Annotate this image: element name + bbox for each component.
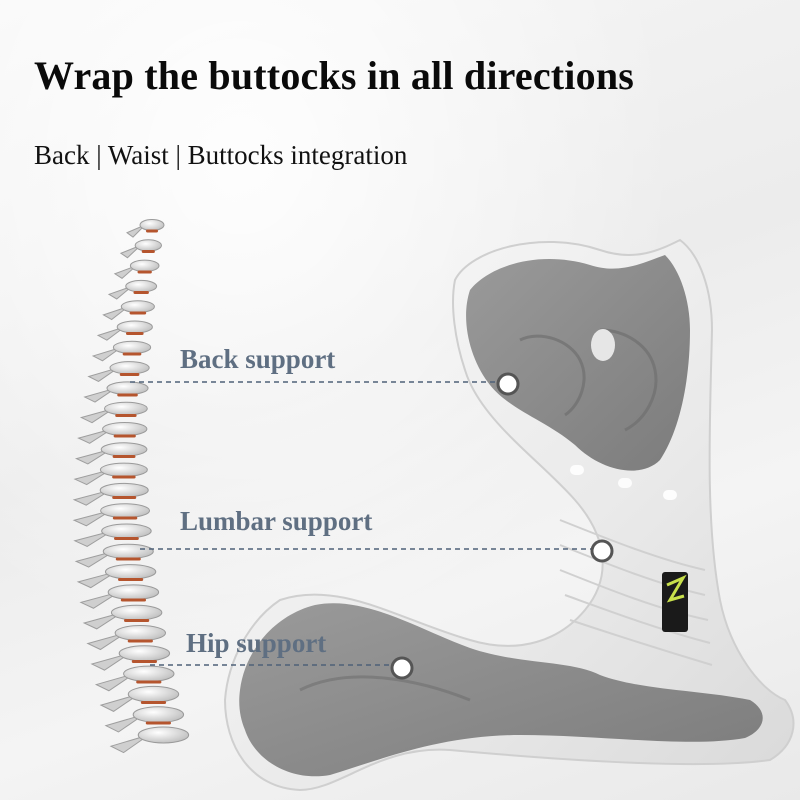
vertebra-process: [83, 387, 116, 403]
intervertebral-disc: [131, 660, 157, 663]
intervertebral-disc: [133, 291, 149, 294]
marker-dot-icon: [590, 539, 614, 563]
vertebra-process: [99, 693, 140, 712]
vertebra: [129, 259, 160, 272]
intervertebral-disc: [118, 578, 144, 581]
intervertebral-disc: [113, 434, 136, 438]
vertebra-process: [96, 326, 125, 341]
intervertebral-disc: [140, 701, 167, 704]
vertebra: [114, 625, 167, 641]
intervertebral-disc: [129, 311, 147, 315]
vertebra-process: [73, 530, 113, 547]
vertebra: [107, 584, 160, 601]
vertebra: [106, 381, 149, 396]
intervertebral-disc: [119, 373, 140, 376]
marker-dot-icon: [390, 656, 414, 680]
intervertebral-disc: [146, 229, 158, 233]
intervertebral-disc: [122, 352, 142, 356]
intervertebral-disc: [112, 455, 136, 458]
vertebra: [123, 665, 175, 682]
vertebra-process: [87, 367, 119, 383]
intervertebral-disc: [112, 516, 138, 520]
callout-hip-support: [150, 656, 414, 680]
vertebra-process: [73, 469, 111, 486]
vertebra-process: [74, 550, 114, 568]
vertebra: [134, 239, 162, 252]
intervertebral-disc: [112, 475, 136, 479]
vertebra: [125, 279, 158, 293]
vertebra: [99, 462, 148, 477]
vertebra: [100, 442, 148, 457]
spine-illustration: [72, 219, 190, 754]
intervertebral-disc: [115, 414, 137, 417]
vertebra: [104, 401, 148, 416]
intervertebral-disc: [145, 721, 171, 725]
vertebra: [139, 219, 165, 231]
vertebra-process: [102, 306, 129, 321]
lumbar-support-label: Lumbar support: [180, 506, 373, 536]
intervertebral-disc: [120, 598, 146, 602]
vertebra: [101, 523, 152, 539]
intervertebral-disc: [117, 393, 138, 397]
vertebra: [102, 422, 148, 436]
vertebra: [116, 320, 153, 334]
vertebra-process: [91, 346, 122, 362]
vertebra: [132, 706, 185, 723]
page-subtitle: Back | Waist | Buttocks integration: [34, 140, 408, 170]
vertebra: [112, 340, 152, 354]
vertebra-process: [72, 489, 111, 506]
intervertebral-disc: [141, 250, 155, 253]
intervertebral-disc: [112, 496, 137, 499]
vertebra: [137, 726, 190, 744]
intervertebral-disc: [124, 619, 150, 622]
back-cushion-pad: [466, 255, 690, 471]
vertebra-process: [113, 265, 137, 279]
vertebra-process: [94, 673, 135, 692]
vertebra: [109, 361, 150, 375]
vertebra: [100, 503, 151, 519]
brand-logo: [662, 572, 688, 632]
intervertebral-disc: [136, 680, 162, 684]
callout-back-support: [130, 372, 520, 396]
intervertebral-disc: [137, 270, 152, 274]
page-title: Wrap the buttocks in all directions: [34, 53, 635, 98]
vertebra-process: [90, 652, 130, 671]
vertebra: [110, 604, 163, 621]
vertebra-process: [119, 244, 141, 259]
vertebra: [118, 645, 171, 662]
vertebra-process: [107, 285, 133, 300]
callout-lumbar-support: [140, 539, 614, 563]
vertebra: [102, 543, 154, 560]
vertebra: [120, 300, 155, 314]
vertebra-process: [72, 510, 112, 527]
vertebra-process: [104, 714, 144, 733]
vertebra-process: [79, 591, 119, 609]
intervertebral-disc: [115, 557, 141, 561]
back-support-label: Back support: [180, 344, 336, 374]
intervertebral-disc: [114, 537, 139, 540]
vertebra-process: [82, 612, 123, 630]
intervertebral-disc: [127, 639, 153, 643]
cushion-illustration: [223, 238, 795, 792]
vertebra-process: [74, 448, 111, 465]
vertebra: [104, 564, 157, 580]
vertebra-process: [77, 428, 113, 444]
hip-support-label: Hip support: [186, 628, 327, 658]
vertebra-process: [125, 224, 146, 238]
vertebra: [127, 685, 180, 703]
seat-cushion-pad: [239, 603, 763, 777]
vertebra: [99, 482, 149, 498]
vertebra-process: [76, 571, 117, 589]
vertebra-process: [109, 734, 150, 754]
vertebra-process: [79, 408, 114, 424]
intervertebral-disc: [125, 332, 144, 335]
vertebra-process: [86, 632, 126, 651]
